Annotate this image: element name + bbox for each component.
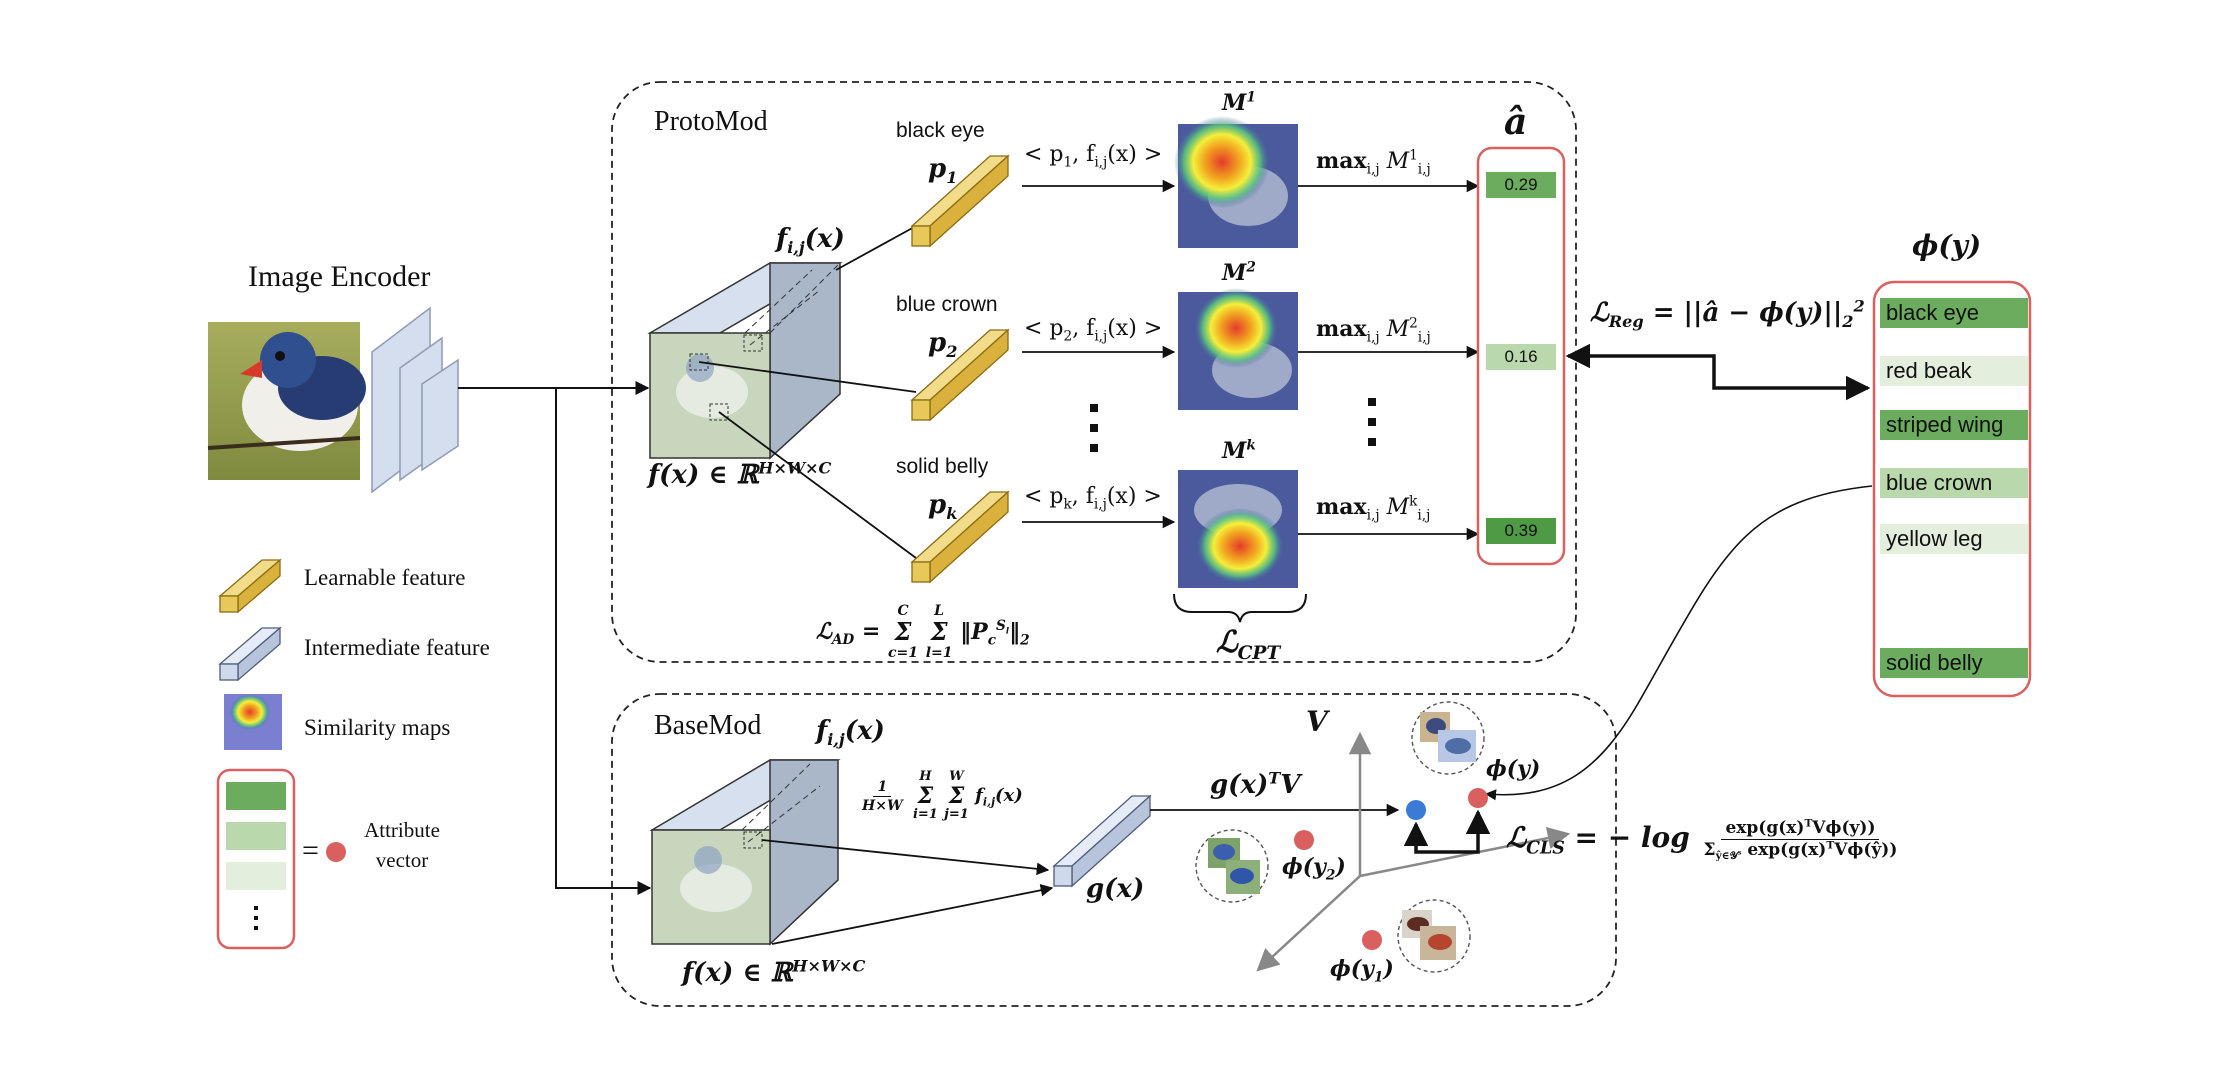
proto-symbol-k: pk	[928, 490, 958, 524]
basemod-panel	[611, 693, 1617, 1007]
input-bird-image	[207, 322, 366, 480]
legend-attribute-line2: vector	[375, 848, 429, 872]
fx-label-basemod: f(x) ∈ ℝH×W×C	[682, 956, 866, 988]
encoder-to-basemod-arrow	[555, 388, 652, 895]
proto-symbol-1: p1	[928, 154, 958, 188]
class-cluster-y	[1411, 701, 1485, 775]
inner-product-2: < p2, fi,j(x) >	[1024, 316, 1163, 345]
gx-embedding-dot	[1406, 800, 1426, 820]
legend-similarity-label: Similarity maps	[304, 715, 451, 740]
proto-attr-2: blue crown	[896, 293, 998, 316]
loss-reg: ℒReg = ||â − ϕ(y)||22	[1590, 296, 1865, 332]
max-label-2: maxi,j M2i,j	[1316, 315, 1431, 346]
map-title-k: Mk	[1222, 437, 1256, 464]
pred-value-1: 0.29	[1504, 175, 1538, 194]
basemod-feature-cube	[649, 759, 841, 946]
legend-attribute-line1: Attribute	[364, 818, 440, 842]
class-cluster-y1	[1397, 899, 1471, 973]
legend-learnable-icon	[218, 558, 282, 614]
attribute-item-blue-crown: blue crown	[1880, 468, 2028, 498]
gxtv-label: g(x)TV	[1210, 768, 1301, 800]
fij-label-basemod: fi,j(x)	[816, 716, 885, 750]
loss-cls: ℒCLS = − log exp(g(x)TVϕ(y)) Σŷ∈𝒴s exp(g…	[1506, 817, 1898, 863]
a-hat-label: â	[1504, 101, 1528, 143]
prototype-bar-pk	[910, 490, 1010, 584]
reg-double-arrow	[1565, 343, 1871, 401]
prototype-bar-p1	[910, 154, 1010, 248]
protomod-panel	[611, 81, 1577, 663]
cube-to-p2-line	[698, 361, 917, 393]
cpt-brace	[1173, 593, 1307, 623]
attribute-item-red-beak: red beak	[1880, 356, 2028, 386]
max-label-1: maxi,j M1i,j	[1316, 147, 1431, 178]
phi-y1-dot	[1362, 930, 1382, 950]
cube-to-p1-line	[835, 225, 917, 271]
protomod-feature-cube	[647, 262, 843, 460]
image-encoder-icon	[371, 306, 459, 494]
proto-symbol-2: p2	[928, 328, 958, 362]
phi-y2-label: ϕ(y2)	[1282, 854, 1346, 884]
cube-to-pk-line	[718, 411, 917, 559]
similarity-map-2	[1178, 288, 1298, 410]
class-cluster-y2	[1195, 829, 1269, 903]
phi-y2-dot	[1294, 830, 1314, 850]
inner-product-1: < p1, fi,j(x) >	[1024, 142, 1163, 171]
proto-attr-1: black eye	[896, 119, 985, 142]
pred-value-2: 0.16	[1504, 347, 1538, 366]
semantic-link-curve	[1484, 485, 1873, 801]
axis-v-label: V	[1306, 705, 1328, 738]
pred-bg-k	[1486, 518, 1556, 544]
basemod-to-gx-upper	[761, 839, 1050, 876]
embedding-axes	[1256, 731, 1571, 972]
pred-value-k: 0.39	[1504, 521, 1538, 540]
gx-feature-bar	[1052, 794, 1152, 888]
attribute-item-yellow-leg: yellow leg	[1880, 524, 2028, 554]
legend-attribute-vector-icon	[216, 768, 346, 950]
phi-y-dot	[1468, 788, 1488, 808]
similarity-map-1	[1174, 116, 1298, 248]
legend-intermediate-icon	[218, 626, 282, 682]
similarity-map-k	[1178, 470, 1298, 588]
fij-label-protomod: fi,j(x)	[776, 224, 845, 258]
pred-bg-2	[1486, 344, 1556, 370]
phi-y-label: ϕ(y)	[1486, 756, 1541, 782]
map-title-1: M1	[1222, 89, 1256, 116]
attribute-item-solid-belly: solid belly	[1880, 648, 2028, 678]
cls-arrows	[1403, 809, 1491, 854]
fx-label-protomod: f(x) ∈ ℝH×W×C	[648, 458, 832, 490]
phi-y1-label: ϕ(y1)	[1330, 956, 1394, 986]
gx-label: g(x)	[1086, 874, 1145, 904]
prototype-bar-p2	[910, 328, 1010, 422]
inner-product-k: < pk, fi,j(x) >	[1024, 484, 1162, 513]
attribute-item-black-eye: black eye	[1880, 298, 2028, 328]
legend-learnable-label: Learnable feature	[304, 565, 466, 590]
max-label-k: maxi,j Mki,j	[1316, 493, 1431, 524]
attribute-item-striped-wing: striped wing	[1880, 410, 2028, 440]
legend-equals: =	[302, 834, 319, 867]
proto-attr-k: solid belly	[896, 455, 989, 478]
pred-bg-1	[1486, 172, 1556, 198]
protomod-label: ProtoMod	[654, 106, 768, 137]
attribute-vector-title: ϕ(y)	[1912, 229, 1982, 262]
image-encoder-label: Image Encoder	[248, 260, 431, 293]
basemod-label: BaseMod	[654, 710, 762, 741]
map-title-2: M2	[1222, 259, 1256, 286]
basemod-to-gx-lower	[771, 884, 1054, 945]
legend-similarity-icon	[224, 694, 282, 750]
loss-cpt: ℒCPT	[1216, 625, 1281, 664]
legend-intermediate-label: Intermediate feature	[304, 635, 490, 660]
